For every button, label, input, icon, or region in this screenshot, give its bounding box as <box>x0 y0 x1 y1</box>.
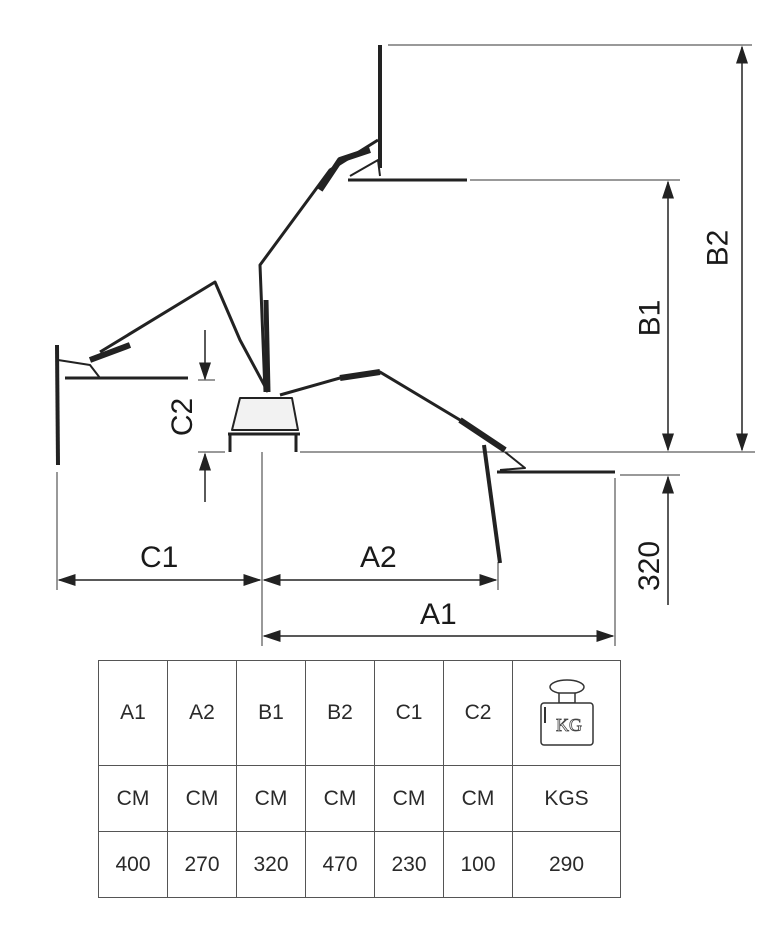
label-a2: A2 <box>360 541 397 574</box>
units-row: CM CM CM CM CM CM KGS <box>98 765 621 832</box>
unit-cell: CM <box>236 765 306 832</box>
label-a1: A1 <box>420 598 457 631</box>
value-cell: 400 <box>98 831 168 898</box>
unit-cell: CM <box>374 765 444 832</box>
unit-cell: CM <box>305 765 375 832</box>
value-cell: 100 <box>443 831 513 898</box>
value-cell: 290 <box>512 831 621 898</box>
label-c1: C1 <box>140 541 179 574</box>
value-cell: 320 <box>236 831 306 898</box>
header-b1: B1 <box>236 660 306 766</box>
extension-lines <box>56 44 755 646</box>
machine-drawing <box>55 44 755 646</box>
svg-text:KG: KG <box>556 715 582 735</box>
weight-icon: KG <box>539 679 594 746</box>
value-cell: 270 <box>167 831 237 898</box>
header-c1: C1 <box>374 660 444 766</box>
label-b1: B1 <box>633 299 667 337</box>
unit-cell: KGS <box>512 765 621 832</box>
label-320: 320 <box>633 540 667 592</box>
header-row: A1 A2 B1 B2 C1 C2 KG <box>98 660 621 766</box>
lift-booms <box>55 45 615 564</box>
spec-table: A1 A2 B1 B2 C1 C2 KG CM CM CM CM CM CM K… <box>98 660 621 898</box>
header-a1: A1 <box>98 660 168 766</box>
header-c2: C2 <box>443 660 513 766</box>
dimension-lines <box>57 45 748 642</box>
header-b2: B2 <box>305 660 375 766</box>
unit-cell: CM <box>167 765 237 832</box>
unit-cell: CM <box>98 765 168 832</box>
unit-cell: CM <box>443 765 513 832</box>
value-cell: 470 <box>305 831 375 898</box>
value-cell: 230 <box>374 831 444 898</box>
values-row: 400 270 320 470 230 100 290 <box>98 831 621 898</box>
header-a2: A2 <box>167 660 237 766</box>
label-c2: C2 <box>166 397 200 437</box>
label-b2: B2 <box>701 229 735 267</box>
header-weight: KG <box>512 660 621 766</box>
